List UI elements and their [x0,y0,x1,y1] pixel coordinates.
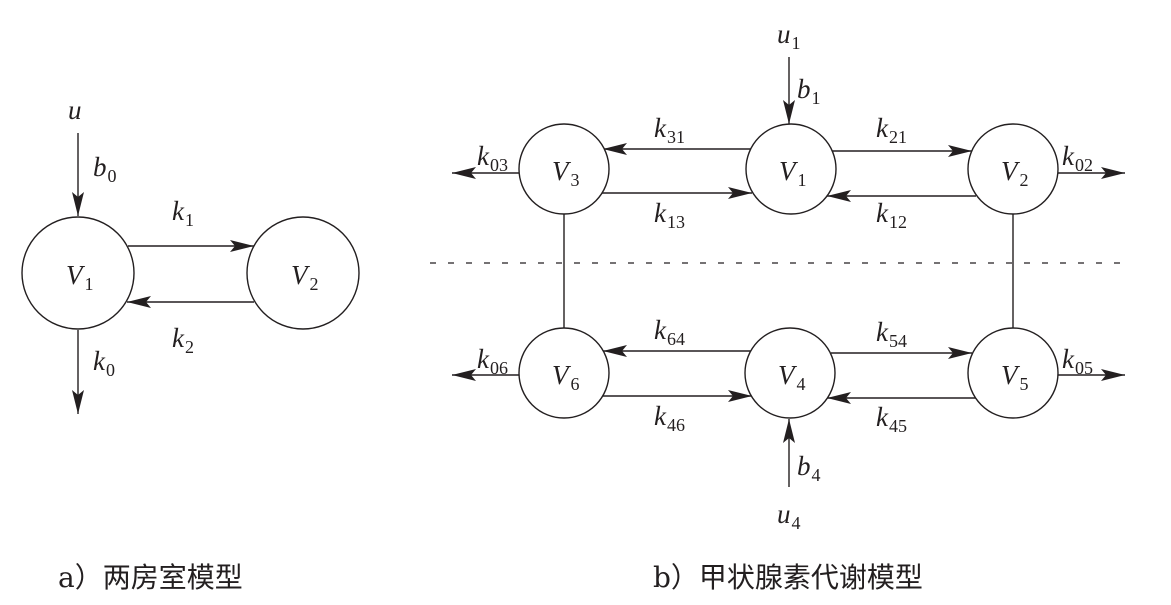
node-v3 [518,123,610,215]
input-u-label: u [68,95,82,125]
edge-b4-label: b4 [797,451,821,485]
node-v2 [967,123,1059,215]
edge-b0-label: b0 [93,152,117,186]
input-u1-label: u1 [777,19,801,53]
edge-b1-label: b1 [797,74,821,108]
node-v1 [21,216,135,330]
edge-k12-label: k12 [876,198,907,232]
edge-k46-label: k46 [654,401,685,435]
edge-k1-label: k1 [172,196,194,230]
node-v2 [246,216,360,330]
node-v4 [744,327,836,419]
input-u4-label: u4 [777,499,801,533]
panel-a-caption: a）两房室模型 [58,561,243,594]
node-v1 [745,123,837,215]
panel-b-caption: b）甲状腺素代谢模型 [653,561,923,594]
edge-k13-label: k13 [654,198,685,232]
edge-k05-label: k05 [1062,344,1093,378]
edge-k64-label: k64 [654,315,685,349]
edge-k21-label: k21 [876,113,907,147]
node-v5 [967,327,1059,419]
edge-k2-label: k2 [172,323,194,357]
edge-k31-label: k31 [654,113,685,147]
node-v6 [518,327,610,419]
edge-k45-label: k45 [876,402,907,436]
edge-k02-label: k02 [1062,141,1093,175]
edge-k03-label: k03 [477,141,508,175]
edge-k0-label: k0 [93,346,115,380]
edge-k54-label: k54 [876,317,907,351]
edge-k06-label: k06 [477,344,508,378]
